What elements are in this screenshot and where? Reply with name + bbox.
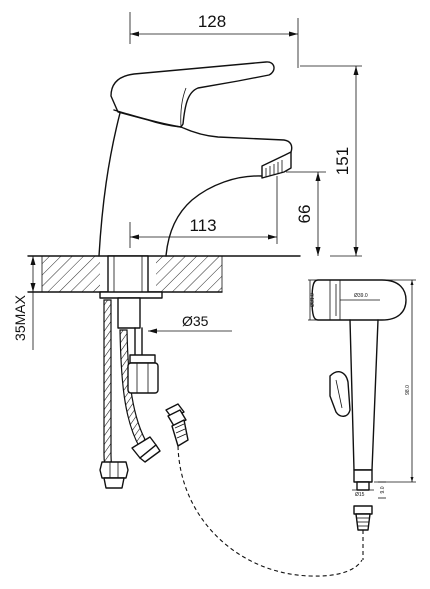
shower-head-diameter-label: Ø31.0 (310, 293, 316, 307)
deck-thickness-label: 35MAX (12, 294, 28, 341)
hand-shower: Ø31.0 Ø39.0 98.0 Ø15 9.0 (308, 279, 416, 560)
countertop-section: 35MAX (12, 255, 301, 350)
mounting-shank: Ø35 (99, 255, 232, 334)
shower-body-length-label: 98.0 (405, 385, 411, 395)
spout-height-label: 66 (295, 205, 314, 224)
dimension-spout-reach: 113 (129, 176, 278, 248)
faucet-body (98, 61, 293, 257)
overall-height-label: 151 (333, 147, 352, 175)
overall-width-label: 128 (198, 12, 226, 31)
connector-length-label: 9.0 (380, 486, 386, 493)
shower-head-length-label: Ø39.0 (354, 293, 368, 299)
spout-reach-label: 113 (189, 216, 216, 235)
shower-hose-outlet (127, 327, 363, 577)
dimension-spout-height: 66 (286, 171, 326, 256)
dimension-overall-width: 128 (129, 12, 299, 68)
dimension-overall-height: 151 (300, 65, 362, 257)
hole-diameter-label: Ø35 (182, 313, 209, 329)
connector-diameter-label: Ø15 (355, 492, 365, 498)
